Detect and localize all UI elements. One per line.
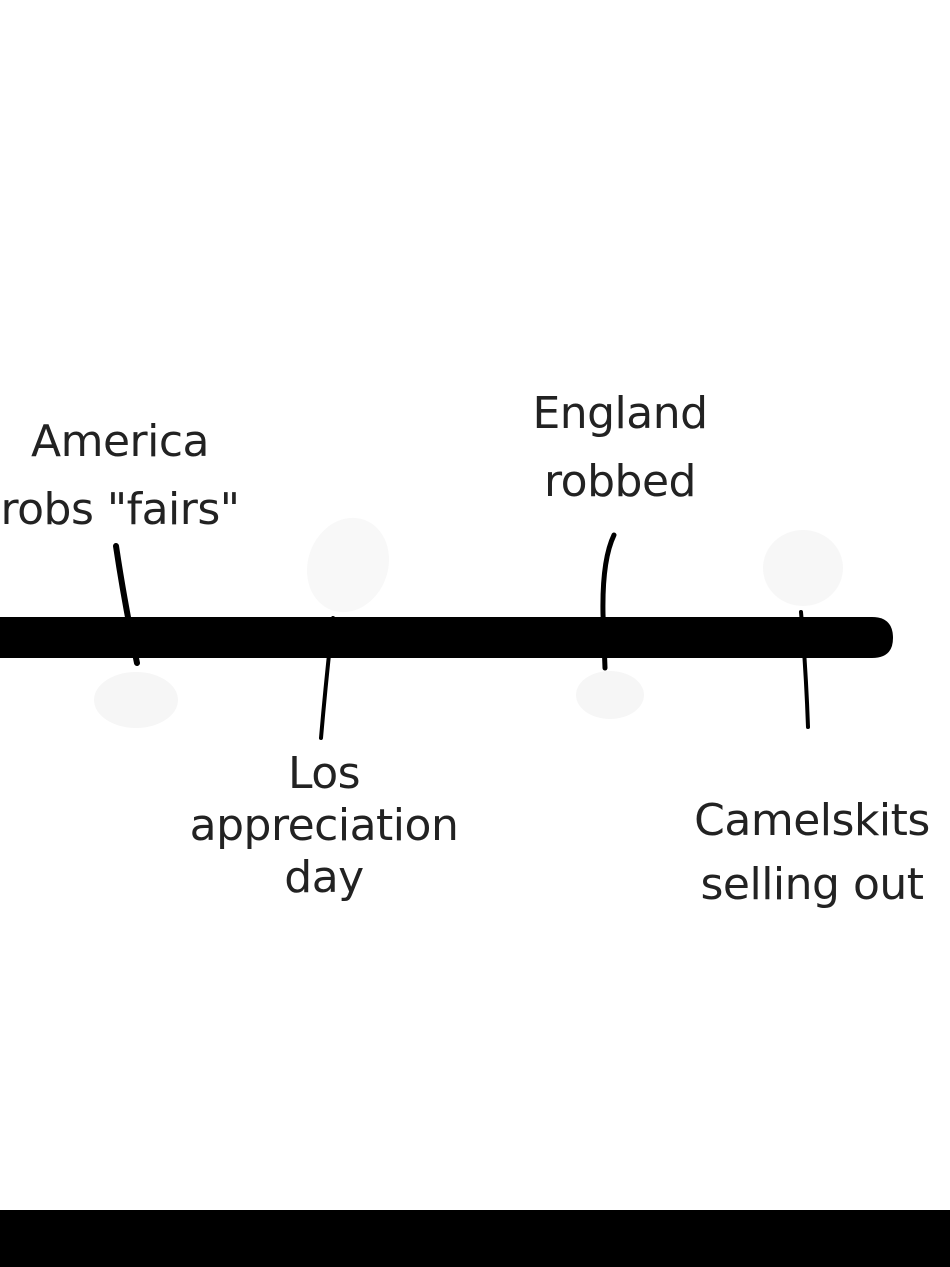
event-label-line: day [284, 852, 364, 903]
event-label-line: America [31, 416, 210, 467]
event-label-line: Los [287, 748, 361, 799]
bottom-bar [0, 1210, 950, 1267]
event-label-america: America robs "fairs" [0, 408, 320, 544]
timeline-axis [0, 617, 893, 658]
smudge [576, 671, 644, 719]
event-label-line: Camelskits [694, 795, 930, 846]
event-label-camelskits: Camelskits selling out [612, 789, 950, 917]
event-label-line: robs "fairs" [0, 484, 240, 535]
event-label-los: Los appreciation day [124, 748, 524, 904]
smudge [94, 672, 178, 728]
event-label-line: robbed [544, 456, 696, 507]
tick-camelskits [799, 610, 810, 729]
event-label-line: England [532, 388, 708, 439]
smudge [306, 517, 390, 613]
event-label-england: England robbed [420, 380, 820, 516]
event-label-line: selling out [700, 859, 924, 910]
tick-america [113, 543, 140, 666]
tick-england [600, 532, 617, 671]
smudge [763, 530, 843, 606]
tick-los [319, 616, 335, 740]
timeline-drawing [0, 517, 893, 740]
event-label-line: appreciation [189, 800, 459, 851]
timeline-canvas: America robs "fairs" England robbed Los … [0, 380, 950, 917]
